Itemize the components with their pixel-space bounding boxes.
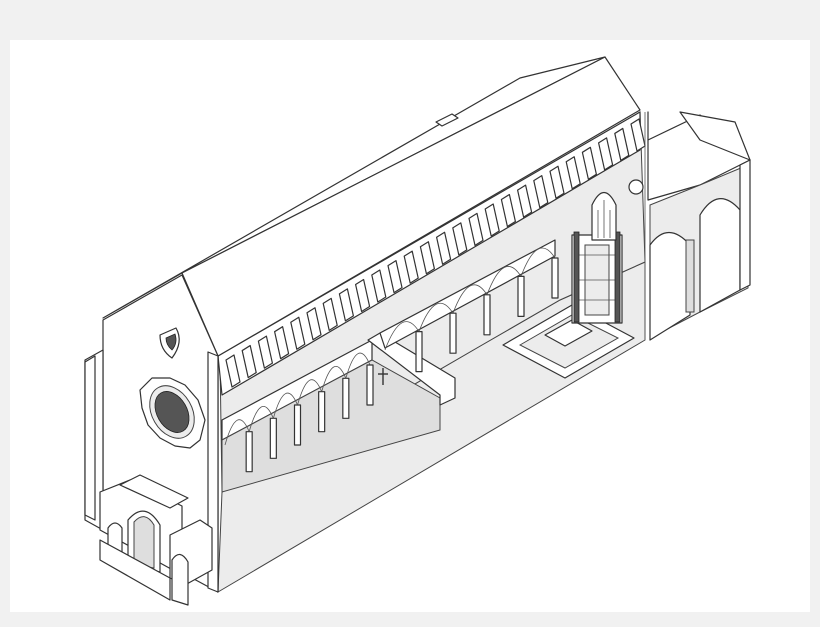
rafter	[338, 288, 354, 322]
altar-table	[544, 319, 593, 347]
rafter	[468, 212, 484, 246]
entrance-porch	[99, 474, 213, 606]
rafter	[225, 354, 241, 388]
shield-window-tracery	[165, 333, 177, 351]
column	[483, 294, 491, 336]
rafter	[355, 278, 371, 313]
rafter	[371, 269, 387, 303]
arch	[248, 406, 274, 432]
roof-rafters	[225, 118, 646, 388]
rafter	[306, 307, 322, 341]
rafter	[452, 222, 468, 256]
small-rose-window	[628, 179, 644, 195]
rafter	[549, 165, 565, 199]
column	[517, 275, 525, 317]
arcade-right	[384, 247, 559, 373]
arch	[345, 352, 371, 379]
rafter	[581, 146, 598, 180]
arch	[418, 302, 454, 332]
rafter	[274, 326, 290, 360]
rafter	[516, 184, 533, 218]
rafter	[533, 175, 549, 209]
facade-buttress	[84, 355, 96, 521]
arch	[452, 284, 488, 314]
rafter	[257, 335, 273, 369]
right-annex	[644, 111, 751, 341]
column	[366, 364, 374, 406]
column	[269, 417, 277, 459]
column	[342, 377, 350, 419]
rose-window	[139, 377, 206, 449]
roof-chimney	[435, 113, 459, 127]
column	[293, 404, 302, 446]
rafter	[322, 297, 338, 331]
rafter	[614, 127, 630, 162]
arch	[321, 366, 347, 392]
gothic-window	[591, 191, 617, 241]
rafter	[387, 260, 403, 294]
rafter	[403, 250, 419, 284]
arch	[224, 419, 250, 446]
column	[449, 312, 457, 354]
arch	[272, 392, 298, 419]
rafter	[500, 193, 517, 228]
rafter	[436, 231, 452, 265]
arcade-left	[224, 352, 374, 473]
arch	[520, 247, 556, 277]
rafter	[241, 344, 257, 379]
column	[318, 391, 326, 433]
rafter	[484, 203, 500, 237]
reredos	[571, 231, 623, 324]
column	[551, 257, 559, 299]
arch	[384, 321, 420, 351]
rafter	[419, 241, 435, 275]
rafter	[597, 137, 614, 171]
column	[415, 331, 423, 373]
arch	[486, 266, 522, 295]
arch	[297, 379, 323, 406]
rafter	[565, 156, 581, 190]
column	[245, 431, 253, 473]
rafter	[290, 316, 306, 350]
